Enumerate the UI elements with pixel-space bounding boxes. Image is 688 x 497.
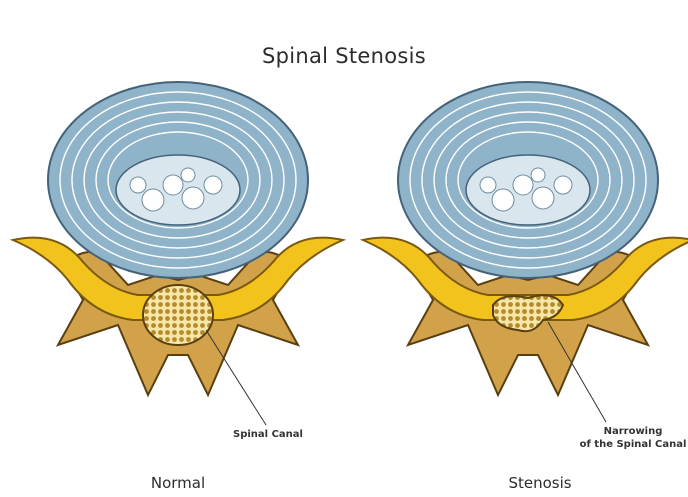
narrowing-label-line2: of the Spinal Canal [574,438,688,451]
caption-stenosis: Stenosis [470,474,610,492]
normal-vertebra [13,82,343,425]
narrowing-label: Narrowing of the Spinal Canal [574,425,688,451]
stenosis-vertebra [363,82,688,422]
spinal-canal-label: Spinal Canal [218,428,318,441]
narrowing-label-line1: Narrowing [574,425,688,438]
spinal-canal-normal [143,285,213,345]
diagram-title: Spinal Stenosis [0,44,688,68]
caption-normal: Normal [118,474,238,492]
